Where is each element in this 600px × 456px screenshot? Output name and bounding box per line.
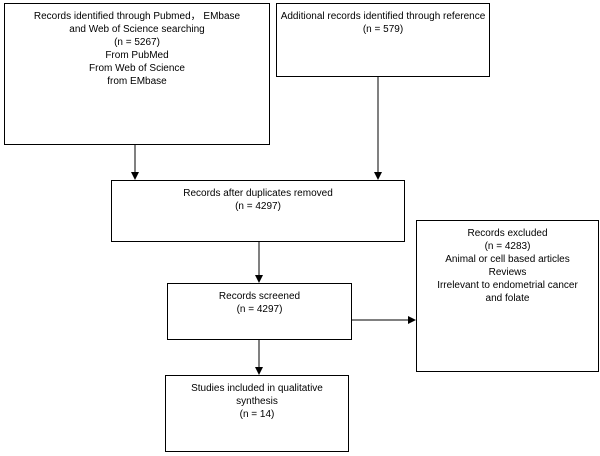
records-excluded-box: Records excluded (n = 4283) Animal or ce… <box>416 220 599 372</box>
box-count: (n = 4283) <box>484 241 531 252</box>
box-text-line: Records screened <box>218 291 301 302</box>
box-text-line: Animal or cell based articles <box>445 254 570 265</box>
box-count: (n = 14) <box>239 409 275 420</box>
box-text-line: from EMbase <box>107 76 167 87</box>
box-text-line: Reviews <box>488 267 527 278</box>
box-text-line: From Web of Science <box>89 63 185 74</box>
records-screened-box: Records screened (n = 4297) <box>167 283 352 340</box>
box-text-line: Records identified through Pubmed， EMbas… <box>33 11 241 22</box>
box-count: (n = 4297) <box>236 304 283 315</box>
box-text-line: Irrelevant to endometrial cancer <box>437 280 578 291</box>
identification-reference-box: Additional records identified through re… <box>276 3 490 77</box>
box-text-line: and folate <box>485 293 530 304</box>
box-text-line: and Web of Science searching <box>69 24 205 35</box>
box-count: (n = 5267) <box>114 37 160 48</box>
box-text-line: Records excluded <box>467 228 548 239</box>
box-count: (n = 579) <box>362 24 404 35</box>
duplicates-removed-box: Records after duplicates removed (n = 42… <box>111 180 405 242</box>
box-text-line: From PubMed <box>105 50 169 61</box>
identification-database-box: Records identified through Pubmed， EMbas… <box>4 3 270 145</box>
box-text-line: Studies included in qualitative <box>191 383 323 394</box>
studies-included-box: Studies included in qualitative synthesi… <box>165 375 349 452</box>
box-text-line: Records after duplicates removed <box>183 188 333 199</box>
box-text-line: Additional records identified through re… <box>280 11 486 22</box>
box-count: (n = 4297) <box>235 201 281 212</box>
box-text-line: synthesis <box>236 396 278 407</box>
